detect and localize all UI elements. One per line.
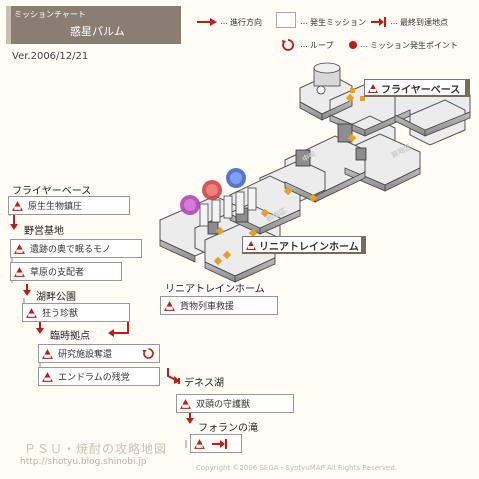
mission-box-icon bbox=[276, 12, 296, 28]
mission-flag-icon bbox=[42, 372, 53, 382]
mission-soutou[interactable]: 双頭の守護獣 bbox=[176, 394, 294, 413]
mission-flag-icon bbox=[12, 201, 23, 211]
mission-flag-icon bbox=[194, 439, 205, 449]
loop-icon bbox=[142, 348, 154, 359]
mission-foran-final[interactable] bbox=[190, 434, 242, 453]
mission-genseiseibutsu[interactable]: 原生生物鎮圧 bbox=[8, 196, 130, 215]
area-rinji: 臨時拠点 bbox=[50, 331, 90, 342]
arrow-right-icon bbox=[197, 18, 217, 26]
mission-flag-icon bbox=[246, 241, 256, 250]
mission-kuruu[interactable]: 狂う珍獣 bbox=[22, 303, 130, 322]
loop-icon bbox=[282, 39, 294, 51]
mission-flag-icon bbox=[180, 399, 191, 409]
area-linear: リニアトレインホーム bbox=[165, 284, 265, 295]
map-label-flyer-base: フライヤーベース bbox=[364, 79, 470, 97]
mission-iseki[interactable]: 遺跡の奥で眠るモノ bbox=[10, 239, 142, 258]
final-point-icon bbox=[371, 17, 386, 27]
area-flyer-base: フライヤーベース bbox=[12, 186, 92, 197]
mission-flag-icon bbox=[164, 301, 175, 311]
site-title: ＰＳＵ・焼酎の攻略地図 bbox=[24, 442, 168, 456]
mission-flag-icon bbox=[42, 349, 53, 359]
title-panel bbox=[6, 6, 181, 44]
area-yaei: 野営基地 bbox=[24, 226, 64, 237]
red-dot-icon bbox=[349, 41, 357, 49]
page-subtitle: ミッションチャート bbox=[14, 10, 86, 19]
mission-flag-icon bbox=[26, 308, 37, 318]
area-foran: フォランの滝 bbox=[198, 423, 258, 434]
mission-kamotsu[interactable]: 貨物列車救援 bbox=[160, 296, 278, 315]
area-kohan: 湖畔公園 bbox=[36, 292, 76, 303]
area-denesu: デネス湖 bbox=[184, 378, 224, 389]
copyright: Copyright ©2006 SEGA・SyotyuMAP All Right… bbox=[196, 464, 398, 472]
mission-endoram[interactable]: エンドラムの残党 bbox=[38, 367, 160, 386]
mission-sougen[interactable]: 草原の支配者 bbox=[10, 262, 122, 281]
mission-flag-icon bbox=[368, 84, 378, 93]
page-title: 惑星パルム bbox=[70, 25, 125, 38]
site-url[interactable]: http://shotyu.blog.shinobi.jp bbox=[20, 457, 147, 467]
map-label-linear-home: リニアトレインホーム bbox=[242, 236, 366, 254]
version-text: Ver.2006/12/21 bbox=[12, 51, 89, 62]
mission-flag-icon bbox=[14, 244, 25, 254]
mission-kenkyu[interactable]: 研究施設奪還 bbox=[38, 344, 160, 363]
final-point-icon bbox=[212, 439, 227, 449]
mission-flag-icon bbox=[14, 267, 25, 277]
